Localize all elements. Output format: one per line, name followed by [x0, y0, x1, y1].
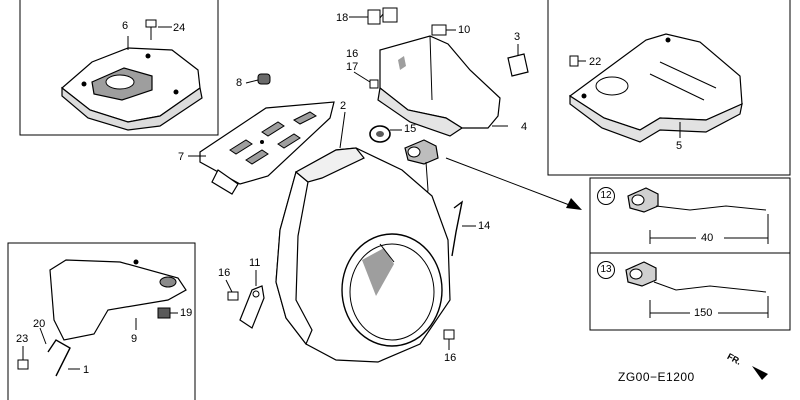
part-22-screw — [569, 55, 586, 67]
part-15-grommet — [369, 125, 402, 143]
callout-18: 18 — [336, 12, 349, 24]
frame-variants — [589, 177, 791, 331]
callout-7: 7 — [178, 151, 185, 163]
diagram-code: ZG00−E1200 — [618, 370, 695, 384]
callout-16-bottom: 16 — [444, 352, 457, 364]
part-10-clip — [431, 24, 456, 36]
callout-2: 2 — [340, 100, 347, 112]
part-19-nut — [157, 307, 178, 319]
part-3-clip — [507, 44, 529, 77]
frame-top-left — [19, 0, 219, 136]
part-8-grommet — [245, 73, 271, 85]
part-4-shroud-upper — [377, 35, 508, 137]
frame-bottom-left — [7, 242, 196, 400]
part-14-wire — [451, 200, 476, 257]
part-5-cover — [568, 33, 743, 143]
part-17-screw — [353, 71, 379, 89]
callout-16-mid: 16 — [218, 267, 231, 279]
part-18-clip — [349, 7, 398, 25]
callout-15: 15 — [404, 123, 417, 135]
callout-8: 8 — [236, 77, 243, 89]
variant-13-length: 150 — [694, 307, 713, 319]
direction-arrow — [752, 366, 768, 380]
frame-top-right — [547, 0, 791, 176]
callout-9: 9 — [131, 333, 138, 345]
variant-12-length: 40 — [701, 232, 714, 244]
variant-13-drawing — [625, 261, 769, 318]
callout-4: 4 — [521, 121, 528, 133]
callout-5: 5 — [676, 140, 683, 152]
part-1-wire-guide — [39, 327, 80, 377]
part-6-top-cover — [61, 47, 203, 131]
variant-12-badge: 12 — [597, 187, 615, 205]
callout-20: 20 — [33, 318, 46, 330]
callout-11: 11 — [249, 257, 261, 269]
arrow-to-variants — [445, 157, 573, 207]
callout-23: 23 — [16, 333, 29, 345]
part-11-strap — [239, 270, 265, 329]
part-9-bracket — [49, 259, 187, 341]
part-2-fan-shroud — [275, 111, 451, 363]
part-16-screw-mid — [225, 279, 239, 301]
callout-22: 22 — [589, 56, 602, 68]
part-23-screw — [17, 346, 29, 370]
part-24-screw — [145, 19, 172, 40]
callout-14: 14 — [478, 220, 491, 232]
callout-1: 1 — [83, 364, 90, 376]
arrow-head — [566, 198, 582, 210]
callout-24: 24 — [173, 22, 186, 34]
callout-3: 3 — [514, 31, 521, 43]
callout-6: 6 — [122, 20, 129, 32]
variant-13-badge: 13 — [597, 261, 615, 279]
callout-10: 10 — [458, 24, 471, 36]
callout-16-top: 16 — [346, 48, 359, 60]
callout-19: 19 — [180, 307, 193, 319]
variant-12-drawing — [627, 187, 769, 244]
part-16-screw-bottom — [443, 329, 455, 350]
part-7-plate — [188, 101, 335, 195]
callout-17: 17 — [346, 61, 359, 73]
